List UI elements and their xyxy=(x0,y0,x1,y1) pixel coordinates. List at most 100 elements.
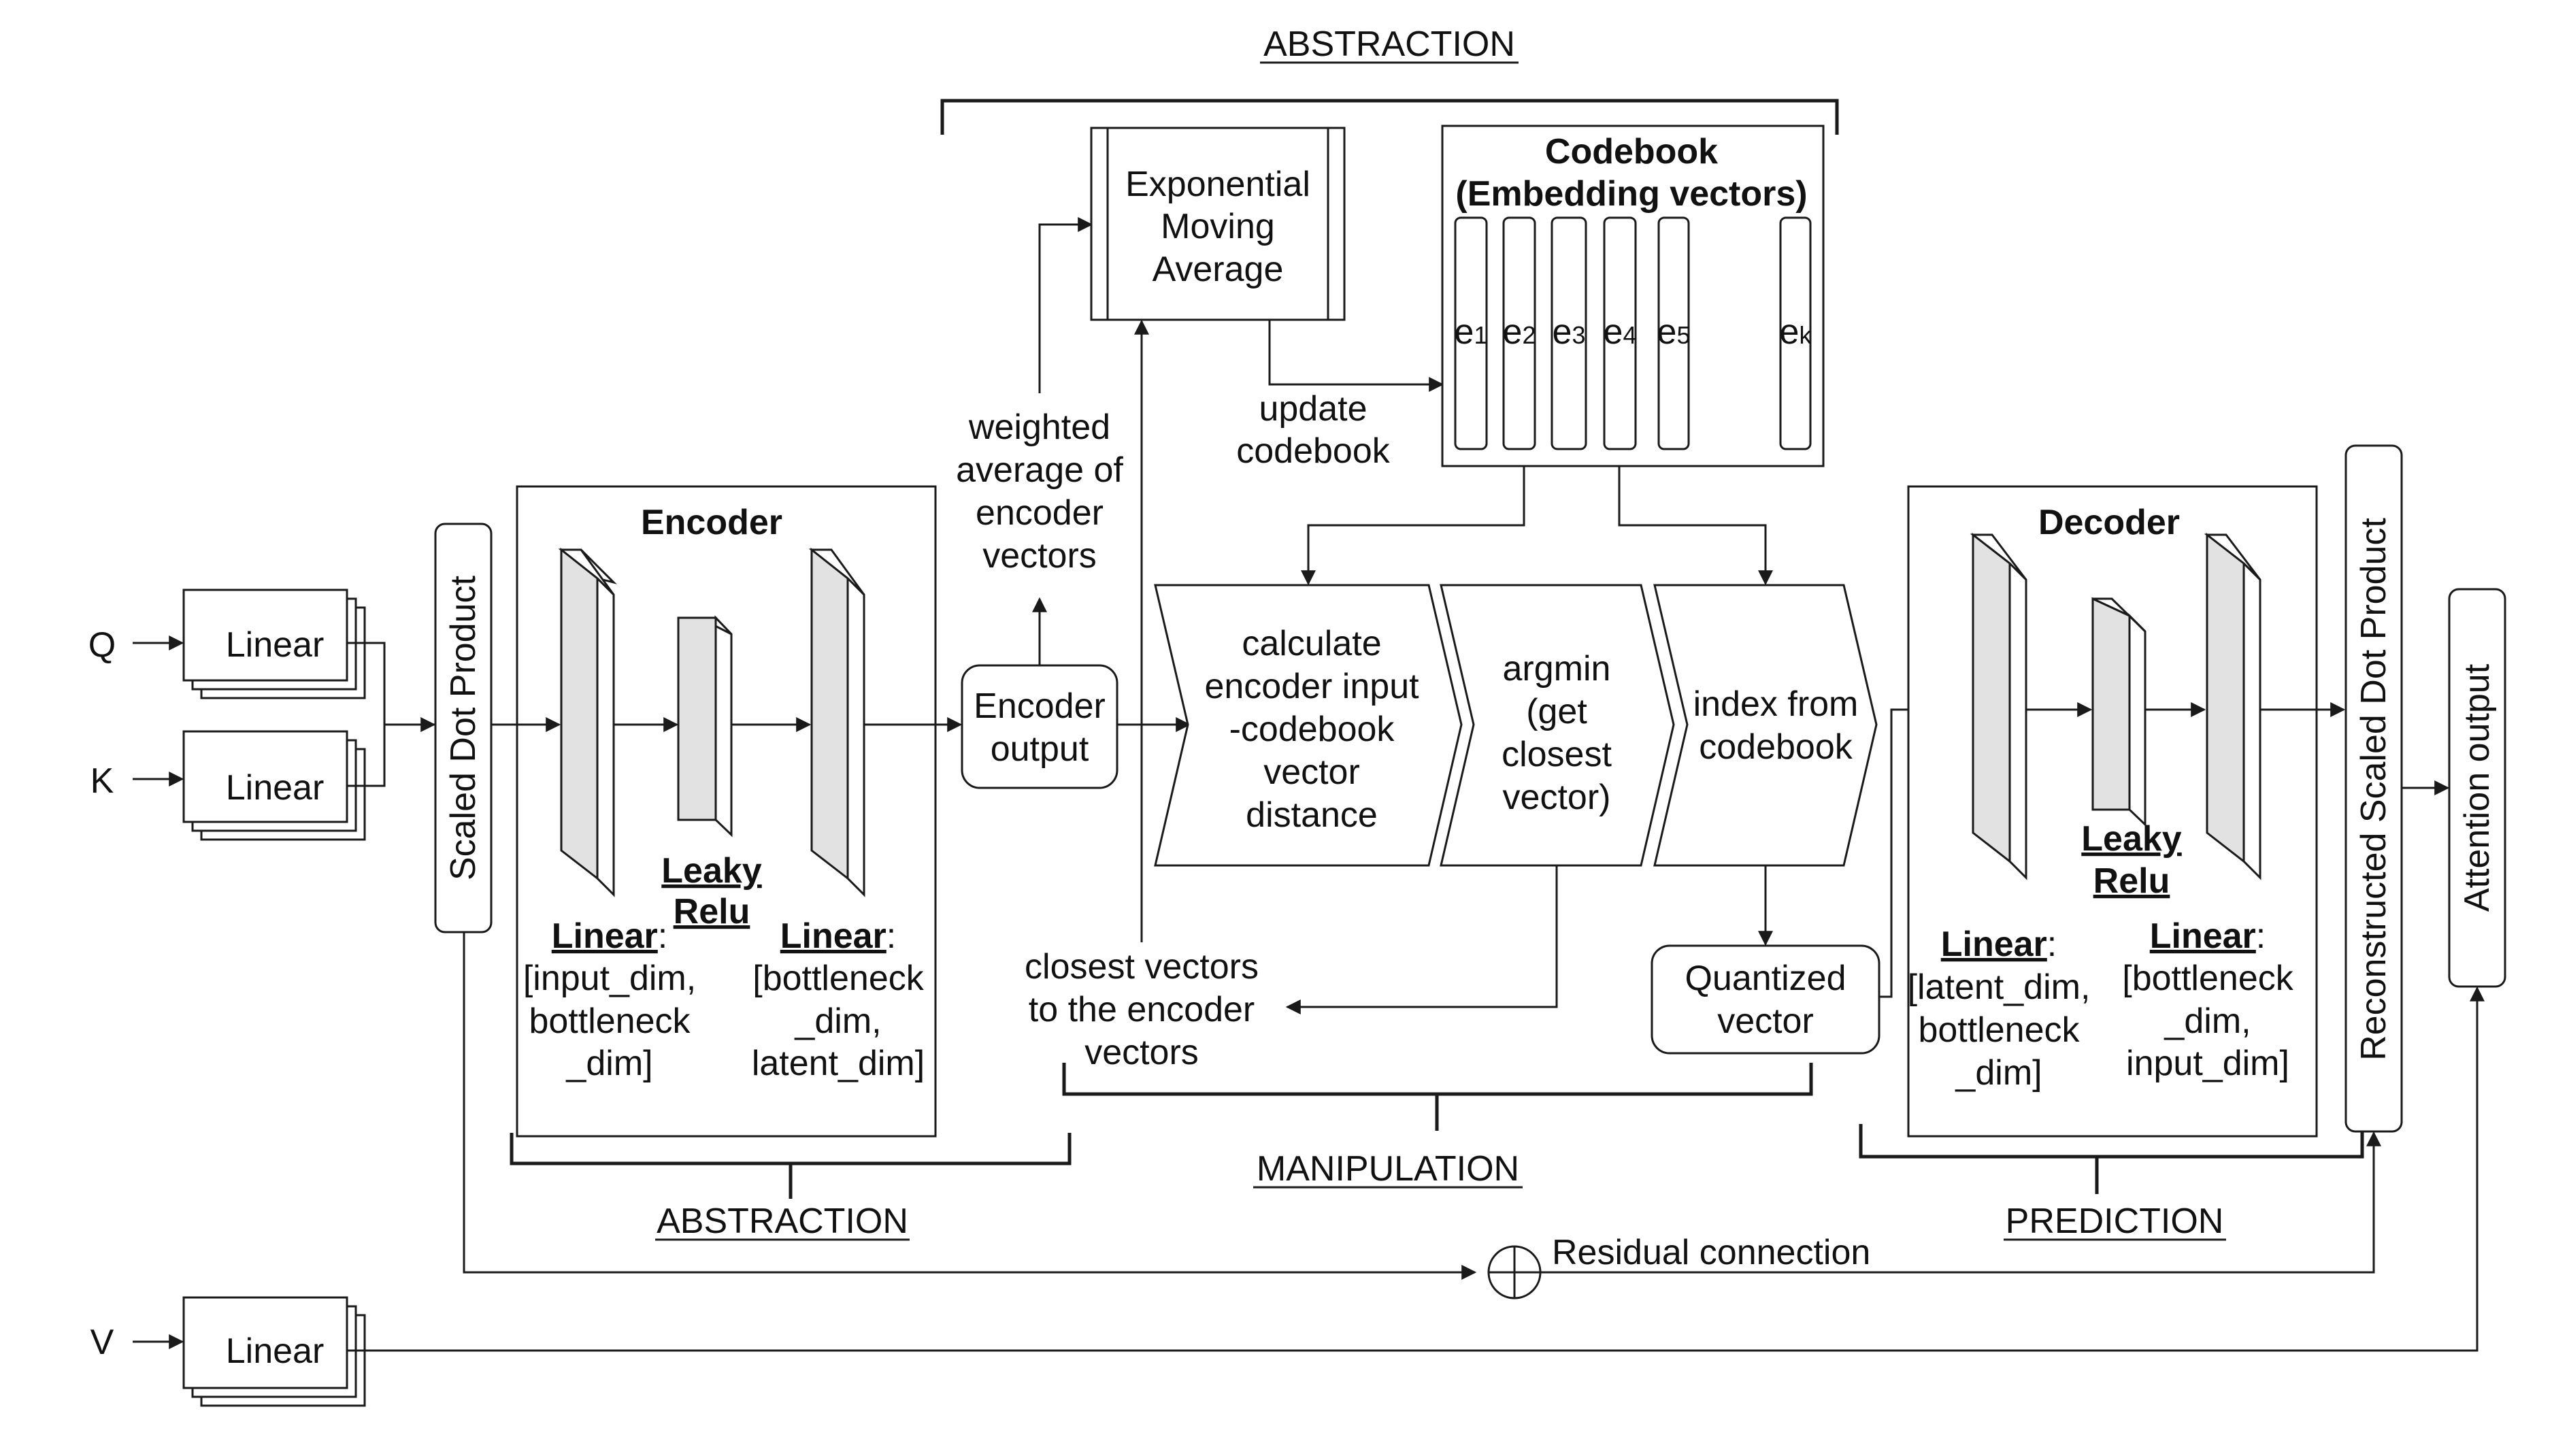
decoder-layer2-title: Linear: xyxy=(2150,916,2266,956)
top-abstraction-bracket: ABSTRACTION xyxy=(940,24,1839,135)
ema-box: Exponential Moving Average xyxy=(1090,127,1346,321)
svg-text:vector: vector xyxy=(1263,752,1360,792)
decoder-layer2-dims-1: [bottleneck xyxy=(2122,959,2293,998)
svg-text:closest vectors: closest vectors xyxy=(1025,947,1259,987)
svg-text:closest: closest xyxy=(1502,735,1612,774)
encoder-layer2-dims-3: latent_dim] xyxy=(752,1044,925,1083)
encoder-output-box: Encoder output xyxy=(961,664,1118,789)
linear-q-stack: Linear xyxy=(182,589,366,699)
svg-text:encoder input: encoder input xyxy=(1204,667,1419,706)
prediction-bracket: PREDICTION xyxy=(1859,1124,2364,1241)
codebook-vector-e3 xyxy=(1551,216,1587,450)
codebook-vector-label-ek: ek xyxy=(1780,312,1812,352)
svg-text:distance: distance xyxy=(1246,795,1378,835)
encoder-layer1-dims-2: bottleneck xyxy=(529,1002,691,1041)
svg-text:to the encoder: to the encoder xyxy=(1029,990,1255,1029)
codebook-vector-e1 xyxy=(1454,216,1488,450)
quantized-vector-box: Quantized vector xyxy=(1651,944,1880,1055)
top-abstraction-label: ABSTRACTION xyxy=(1263,24,1515,64)
codebook-vector-e4 xyxy=(1603,216,1637,450)
attention-output-label: Attention output xyxy=(2457,663,2497,912)
input-k-label: K xyxy=(90,761,114,801)
svg-text:codebook: codebook xyxy=(1699,727,1853,767)
residual-connection-label: Residual connection xyxy=(1552,1233,1870,1272)
codebook-vector-label-e4: e4 xyxy=(1604,312,1637,352)
encoder-layer2-dims-1: [bottleneck xyxy=(752,959,924,998)
codebook-vector-ek xyxy=(1779,216,1812,450)
decoder-layer2-dims-2: _dim, xyxy=(2164,1002,2251,1041)
svg-text:argmin: argmin xyxy=(1503,649,1611,689)
encoder-layer1-dims-1: [input_dim, xyxy=(523,959,696,998)
codebook-box: Codebook (Embedding vectors) e1 e2 e3 e4… xyxy=(1441,125,1825,467)
svg-text:encoder: encoder xyxy=(976,493,1104,533)
svg-text:vectors: vectors xyxy=(982,536,1097,576)
input-q-label: Q xyxy=(88,625,116,665)
manipulation-label: MANIPULATION xyxy=(1257,1149,1519,1189)
bottom-abstraction-bracket: ABSTRACTION xyxy=(510,1133,1072,1241)
svg-text:-codebook: -codebook xyxy=(1229,710,1395,749)
scaled-dot-product-block: Scaled Dot Product xyxy=(434,523,493,933)
linear-q-label: Linear xyxy=(226,625,325,665)
decoder-block: Decoder Leaky Relu Linear: [latent_dim, … xyxy=(1907,485,2318,1138)
svg-text:Exponential: Exponential xyxy=(1125,165,1310,204)
svg-text:weighted: weighted xyxy=(968,408,1110,447)
decoder-layer2-dims-3: input_dim] xyxy=(2126,1044,2289,1083)
svg-text:vector): vector) xyxy=(1503,778,1611,817)
bottom-abstraction-label: ABSTRACTION xyxy=(657,1202,908,1241)
decoder-layer1-title: Linear: xyxy=(1941,925,2057,964)
decoder-activation-line1: Leaky xyxy=(2081,819,2182,859)
update-codebook-label: update codebook xyxy=(1236,389,1391,471)
codebook-title-2: (Embedding vectors) xyxy=(1455,174,1807,214)
closest-vectors-label: closest vectors to the encoder vectors xyxy=(1025,947,1259,1072)
svg-text:Quantized: Quantized xyxy=(1685,959,1846,998)
svg-text:vector: vector xyxy=(1717,1002,1814,1041)
svg-text:vectors: vectors xyxy=(1084,1033,1199,1072)
index-step: index from codebook xyxy=(1653,584,1878,867)
linear-k-stack: Linear xyxy=(182,730,366,841)
svg-text:Average: Average xyxy=(1153,250,1284,289)
svg-text:calculate: calculate xyxy=(1242,624,1381,663)
codebook-vector-e2 xyxy=(1502,216,1536,450)
linear-v-label: Linear xyxy=(226,1331,325,1371)
svg-text:codebook: codebook xyxy=(1236,431,1391,471)
encoder-title: Encoder xyxy=(641,503,782,542)
codebook-vector-label-e5: e5 xyxy=(1657,312,1691,352)
codebook-title-1: Codebook xyxy=(1545,132,1718,171)
argmin-step: argmin (get closest vector) xyxy=(1440,584,1675,867)
attention-output-block: Attention output xyxy=(2448,588,2506,988)
weighted-average-label: weighted average of encoder vectors xyxy=(956,408,1123,576)
encoder-layer2-dims-2: _dim, xyxy=(794,1002,881,1041)
prediction-label: PREDICTION xyxy=(2006,1202,2224,1241)
residual-add-icon xyxy=(1487,1245,1542,1300)
decoder-layer1-dims-3: _dim] xyxy=(1955,1053,2042,1093)
codebook-vector-label-e1: e1 xyxy=(1455,312,1488,352)
decoder-layer1-dims-1: [latent_dim, xyxy=(1908,967,2091,1007)
decoder-activation-line2: Relu xyxy=(2093,861,2170,901)
encoder-output-line2: output xyxy=(991,729,1089,769)
codebook-vector-label-e3: e3 xyxy=(1553,312,1586,352)
linear-v-stack: Linear xyxy=(182,1296,366,1407)
encoder-output-line1: Encoder xyxy=(974,686,1106,726)
distance-step: calculate encoder input -codebook vector… xyxy=(1154,584,1463,867)
svg-text:(get: (get xyxy=(1526,692,1587,731)
encoder-layer1-dims-3: _dim] xyxy=(565,1044,652,1083)
codebook-vector-label-e2: e2 xyxy=(1503,312,1536,352)
reconstructed-sdp-label: Reconstructed Scaled Dot Product xyxy=(2354,518,2393,1061)
svg-text:index from: index from xyxy=(1693,684,1859,724)
decoder-title: Decoder xyxy=(2038,503,2180,542)
encoder-layer1-title: Linear: xyxy=(552,916,668,956)
scaled-dot-product-label: Scaled Dot Product xyxy=(444,575,483,880)
decoder-layer1-dims-2: bottleneck xyxy=(1918,1010,2080,1050)
encoder-activation-line2: Relu xyxy=(674,892,750,931)
encoder-block: Encoder Leaky Relu Linear: [input_dim, b… xyxy=(516,485,937,1138)
input-v-label: V xyxy=(90,1323,114,1362)
linear-k-label: Linear xyxy=(226,768,325,808)
encoder-activation-line1: Leaky xyxy=(661,851,762,891)
svg-text:average of: average of xyxy=(956,450,1123,490)
reconstructed-sdp-block: Reconstructed Scaled Dot Product xyxy=(2344,444,2403,1133)
svg-text:update: update xyxy=(1259,389,1367,429)
encoder-layer2-title: Linear: xyxy=(780,916,897,956)
svg-text:Moving: Moving xyxy=(1161,207,1275,246)
codebook-vector-e5 xyxy=(1657,216,1690,450)
